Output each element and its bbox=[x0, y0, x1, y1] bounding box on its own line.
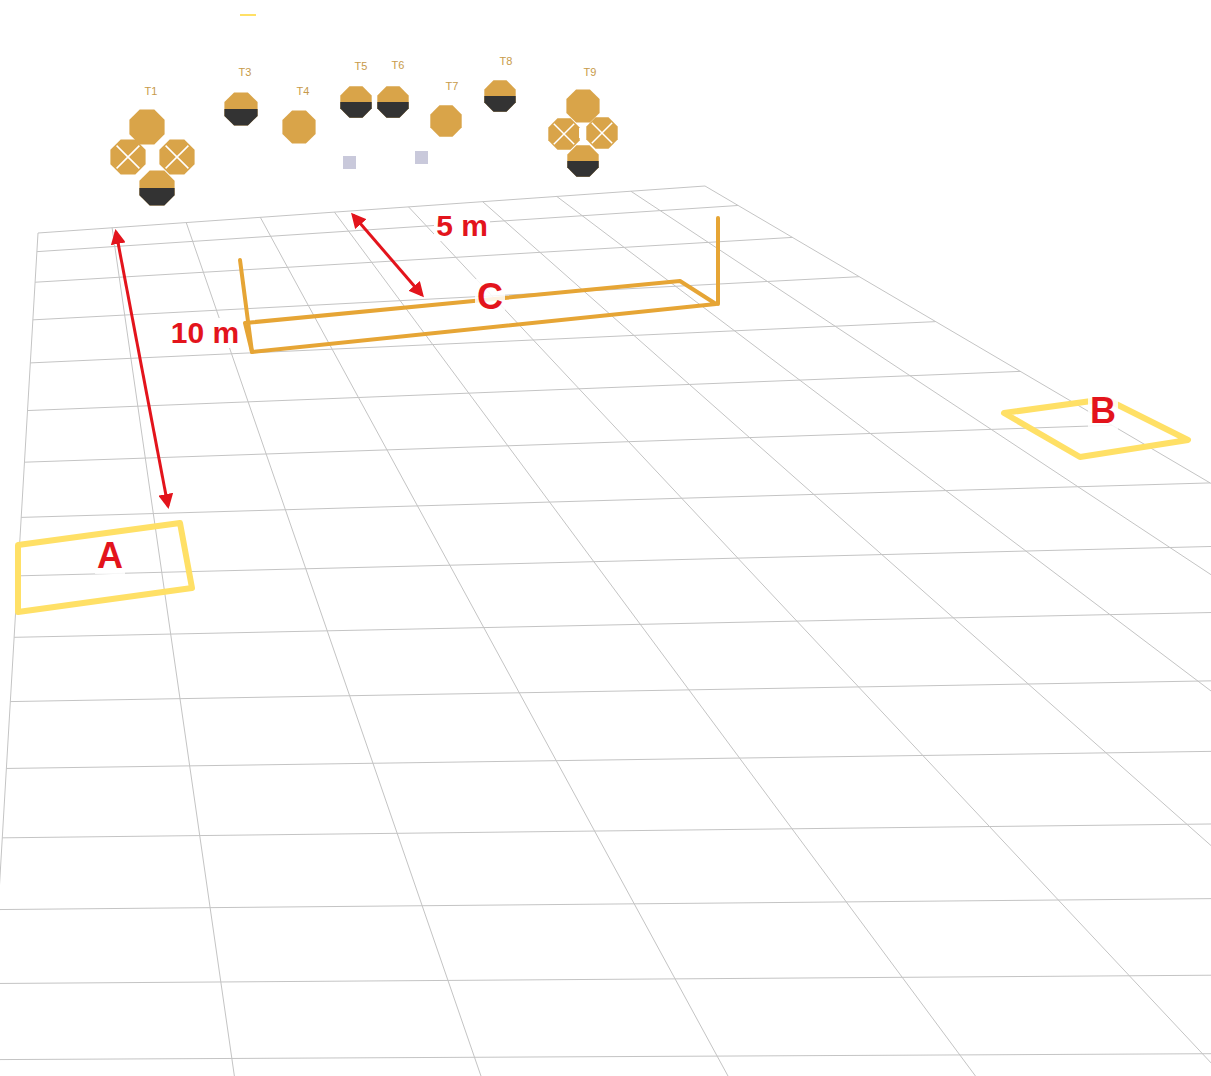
tree-shadow bbox=[340, 102, 371, 118]
grid-line bbox=[24, 425, 1112, 462]
tree-label: T6 bbox=[392, 60, 405, 71]
outline-stroke bbox=[18, 523, 192, 612]
tree-shadow bbox=[377, 102, 408, 118]
cluster-gap bbox=[579, 128, 586, 138]
cross-mark bbox=[592, 123, 612, 143]
cross-mark bbox=[117, 146, 140, 169]
cross-mark bbox=[166, 146, 189, 169]
dimension-label: 5 m bbox=[434, 211, 490, 241]
zone-letter: A bbox=[95, 538, 125, 574]
grid-line bbox=[6, 745, 1211, 768]
tree-symbol bbox=[129, 109, 164, 144]
tree-crown bbox=[548, 118, 579, 149]
dimension-arrow bbox=[353, 215, 422, 295]
tree-label: T8 bbox=[500, 56, 513, 67]
grid-line bbox=[631, 191, 1211, 1076]
tree-symbol bbox=[110, 139, 145, 174]
zone-square: A bbox=[12, 517, 198, 618]
cross-mark bbox=[554, 124, 574, 144]
grid-line bbox=[0, 892, 1211, 909]
tree-crown bbox=[430, 105, 461, 136]
outline-stroke bbox=[716, 218, 720, 304]
zone-square: B bbox=[998, 393, 1194, 463]
tree-symbol bbox=[282, 110, 315, 143]
small-marker bbox=[415, 151, 428, 164]
grid-line bbox=[38, 186, 705, 233]
tree-crown bbox=[110, 139, 145, 174]
tree-symbol bbox=[484, 80, 515, 111]
tree-crown bbox=[282, 110, 315, 143]
tree-crown bbox=[159, 139, 194, 174]
cross-mark bbox=[166, 146, 189, 169]
tree-symbol bbox=[567, 145, 598, 176]
grid-line bbox=[18, 544, 1211, 576]
tree-symbol bbox=[586, 117, 617, 148]
tree-crown bbox=[224, 92, 257, 125]
marker-line bbox=[240, 14, 256, 16]
tree-label: T5 bbox=[355, 61, 368, 72]
tree-symbol bbox=[566, 89, 599, 122]
grid-line bbox=[28, 371, 1021, 410]
tree-label: T4 bbox=[297, 86, 310, 97]
grid-line bbox=[409, 207, 1211, 1076]
tree-crown bbox=[340, 86, 371, 117]
zone-letter: B bbox=[1088, 393, 1118, 429]
tree-label: T3 bbox=[239, 67, 252, 78]
grid-line bbox=[186, 223, 558, 1076]
grid-line bbox=[334, 212, 1141, 1076]
zone-letter: C bbox=[475, 279, 505, 315]
tree-crown bbox=[139, 170, 174, 205]
dimension-arrow bbox=[116, 232, 168, 506]
grid-line bbox=[112, 228, 267, 1076]
tree-crown bbox=[586, 117, 617, 148]
grid-line bbox=[705, 186, 1211, 1076]
grid-line bbox=[2, 817, 1211, 837]
tree-symbol bbox=[139, 170, 174, 205]
dimension-label: 10 m bbox=[169, 318, 241, 348]
grid-line bbox=[557, 196, 1211, 1076]
outline-stroke bbox=[240, 260, 252, 352]
tree-crown bbox=[377, 86, 408, 117]
tree-shadow bbox=[224, 109, 257, 126]
tree-symbol bbox=[548, 118, 579, 149]
tree-crown bbox=[484, 80, 515, 111]
tree-crown bbox=[567, 145, 598, 176]
tree-symbol bbox=[340, 86, 371, 117]
tree-shadow bbox=[139, 188, 174, 206]
floor-grid bbox=[0, 186, 1211, 1076]
grid-line bbox=[0, 970, 1211, 984]
grid-line bbox=[33, 277, 859, 320]
cluster-gap bbox=[150, 150, 158, 162]
small-marker bbox=[343, 156, 356, 169]
grid-line bbox=[0, 1049, 1211, 1060]
grid-line bbox=[21, 483, 1210, 517]
tree-label: T1 bbox=[145, 86, 158, 97]
grid-line bbox=[0, 233, 38, 1076]
tree-label: T9 bbox=[584, 67, 597, 78]
tree-symbol bbox=[224, 92, 257, 125]
grid-line bbox=[10, 675, 1211, 701]
tree-shadow bbox=[484, 96, 515, 112]
cross-mark bbox=[117, 146, 140, 169]
tree-label: T7 bbox=[446, 81, 459, 92]
tree-symbol bbox=[430, 105, 461, 136]
grid-line bbox=[37, 205, 738, 251]
cross-mark bbox=[592, 123, 612, 143]
grid-line bbox=[260, 217, 850, 1076]
grid-line bbox=[14, 608, 1211, 637]
grid-line bbox=[35, 237, 792, 282]
tree-crown bbox=[129, 109, 164, 144]
tree-crown bbox=[566, 89, 599, 122]
tree-group bbox=[110, 80, 617, 205]
cross-mark bbox=[554, 124, 574, 144]
grid-line bbox=[483, 202, 1211, 1076]
tree-symbol bbox=[159, 139, 194, 174]
tree-symbol bbox=[377, 86, 408, 117]
tree-shadow bbox=[567, 161, 598, 177]
